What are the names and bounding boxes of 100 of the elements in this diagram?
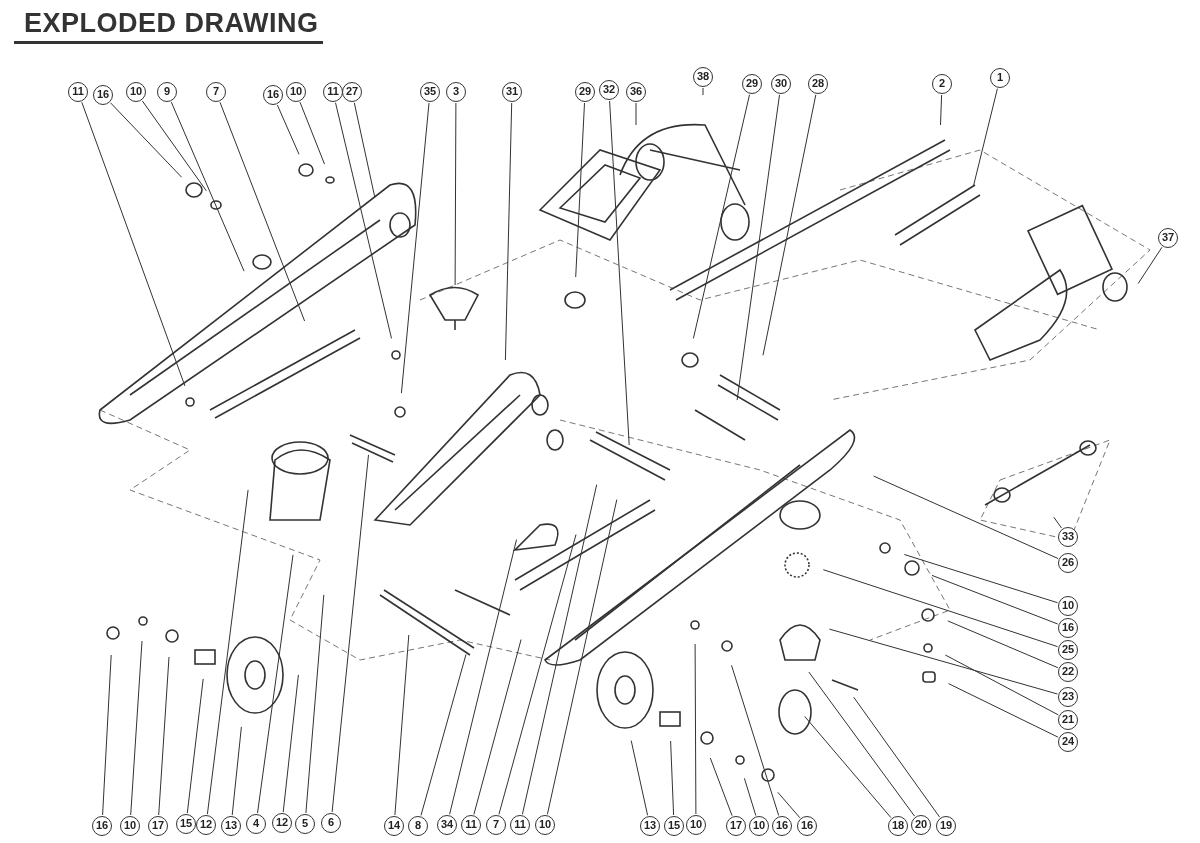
- callout-number: 11: [461, 815, 481, 835]
- leader-line: [546, 499, 618, 815]
- callout-number: 6: [321, 813, 341, 833]
- leader-line: [504, 102, 513, 361]
- leader-line: [420, 653, 467, 816]
- callout-number: 9: [157, 82, 177, 102]
- leader-line: [276, 104, 300, 155]
- leader-line: [206, 489, 249, 815]
- leader-line: [473, 639, 522, 815]
- leader-line: [219, 101, 306, 322]
- callout-number: 32: [599, 80, 619, 100]
- callout-number: 3: [446, 82, 466, 102]
- leader-line: [940, 94, 943, 126]
- leader-line: [130, 640, 143, 816]
- callout-number: 20: [911, 815, 931, 835]
- callout-number: 35: [420, 82, 440, 102]
- leader-line: [400, 102, 430, 394]
- callout-number: 13: [640, 816, 660, 836]
- callout-number: 8: [408, 816, 428, 836]
- leader-line: [873, 475, 1059, 559]
- callout-number: 10: [126, 82, 146, 102]
- leader-line: [158, 656, 170, 816]
- callout-number: 16: [1058, 618, 1078, 638]
- leader-line: [102, 654, 112, 816]
- callout-number: 4: [246, 814, 266, 834]
- leader-line: [454, 102, 457, 286]
- leader-line: [853, 696, 941, 818]
- leader-line: [257, 554, 294, 814]
- callout-number: 17: [148, 816, 168, 836]
- callout-number: 5: [295, 814, 315, 834]
- callout-number: 16: [797, 816, 817, 836]
- callout-number: 10: [120, 816, 140, 836]
- leader-line: [743, 777, 757, 816]
- callout-number: 10: [1058, 596, 1078, 616]
- leader-line: [81, 101, 186, 387]
- callout-number: 29: [742, 74, 762, 94]
- callout-number: 7: [486, 815, 506, 835]
- leader-line: [170, 101, 245, 272]
- leader-line: [731, 664, 780, 816]
- callout-number: 34: [437, 815, 457, 835]
- leader-line: [575, 102, 585, 278]
- callout-number: 7: [206, 82, 226, 102]
- leader-line: [305, 594, 325, 814]
- leader-line: [903, 554, 1058, 604]
- leader-line: [944, 654, 1059, 716]
- leader-line: [231, 726, 242, 816]
- callout-number: 16: [772, 816, 792, 836]
- callout-number: 17: [726, 816, 746, 836]
- leader-line: [335, 102, 392, 339]
- callout-number: 13: [221, 816, 241, 836]
- leader-line: [762, 94, 817, 356]
- leader-line: [449, 539, 517, 815]
- callout-number: 30: [771, 74, 791, 94]
- callout-number: 24: [1058, 732, 1078, 752]
- callout-number: 25: [1058, 640, 1078, 660]
- leader-line: [947, 620, 1059, 669]
- drawing-title: EXPLODED DRAWING: [14, 8, 323, 44]
- leader-line: [670, 740, 675, 816]
- leader-line: [736, 94, 780, 401]
- leader-line: [828, 628, 1058, 695]
- leader-line: [353, 102, 376, 198]
- callout-number: 15: [176, 814, 196, 834]
- callout-number: 2: [932, 74, 952, 94]
- callout-number: 15: [664, 816, 684, 836]
- callout-number: 10: [535, 815, 555, 835]
- leader-line: [808, 671, 915, 817]
- callout-number: 1: [990, 68, 1010, 88]
- leader-line: [931, 574, 1059, 625]
- leader-line: [282, 674, 299, 813]
- leader-line: [1053, 516, 1063, 529]
- callout-number: 31: [502, 82, 522, 102]
- leader-line: [804, 715, 892, 819]
- leader-line: [331, 454, 369, 813]
- callout-number: 27: [342, 82, 362, 102]
- callout-number: 11: [323, 82, 343, 102]
- leader-line: [702, 87, 704, 96]
- callout-number: 22: [1058, 662, 1078, 682]
- leader-line: [777, 791, 801, 819]
- callout-number: 11: [510, 815, 530, 835]
- leader-line: [186, 678, 204, 814]
- callout-number: 10: [686, 815, 706, 835]
- leader-line: [299, 101, 325, 165]
- callout-number: 12: [272, 813, 292, 833]
- callout-number: 16: [93, 85, 113, 105]
- leader-line: [635, 102, 637, 126]
- callout-number: 11: [68, 82, 88, 102]
- callout-number: 16: [263, 85, 283, 105]
- callout-number: 36: [626, 82, 646, 102]
- leader-line: [141, 100, 207, 192]
- callout-number: 14: [384, 816, 404, 836]
- leader-line: [1137, 246, 1163, 284]
- leader-line: [110, 102, 183, 178]
- callout-number: 26: [1058, 553, 1078, 573]
- callout-number: 18: [888, 816, 908, 836]
- leader-line: [394, 634, 410, 816]
- callout-number: 23: [1058, 687, 1078, 707]
- leader-line: [822, 569, 1058, 648]
- callout-number: 10: [749, 816, 769, 836]
- callout-number: 28: [808, 74, 828, 94]
- callout-number: 19: [936, 816, 956, 836]
